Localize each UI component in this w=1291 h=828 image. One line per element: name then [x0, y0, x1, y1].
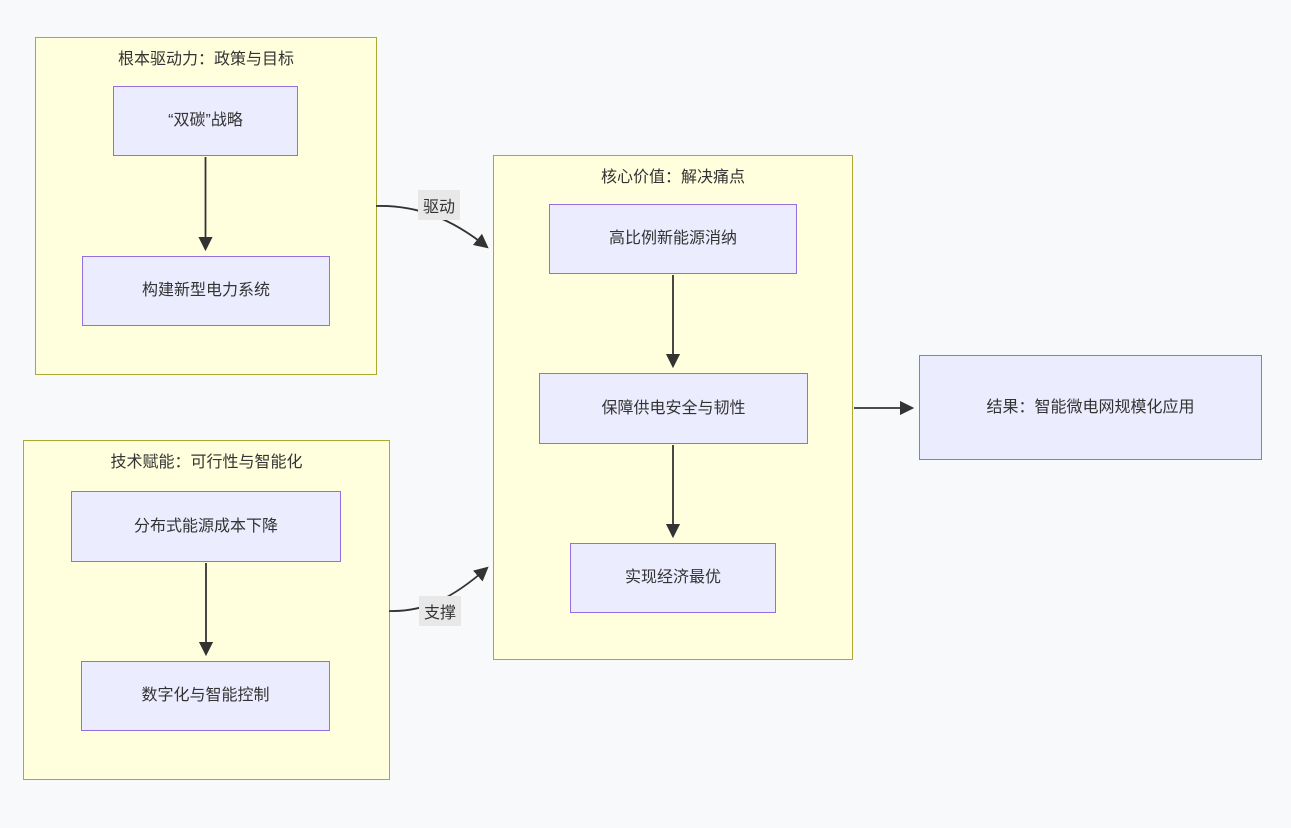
group-tech-title: 技术赋能：可行性与智能化 — [110, 454, 303, 471]
node-power-security-resilience: 保障供电安全与韧性 — [539, 373, 808, 444]
node-digital-intelligent-control: 数字化与智能控制 — [81, 661, 330, 731]
edge-label-support: 支撑 — [418, 596, 462, 626]
node-distributed-energy-cost: 分布式能源成本下降 — [71, 491, 341, 562]
group-core-title: 核心价值：解决痛点 — [600, 169, 745, 186]
node-new-power-system: 构建新型电力系统 — [82, 256, 330, 326]
node-dual-carbon-strategy: “双碳”战略 — [113, 86, 298, 156]
node-result-microgrid-application: 结果：智能微电网规模化应用 — [919, 355, 1262, 460]
node-economic-optimum: 实现经济最优 — [570, 543, 776, 613]
node-renewable-absorption: 高比例新能源消纳 — [549, 204, 797, 274]
group-policy-title: 根本驱动力：政策与目标 — [117, 51, 294, 68]
edge-label-drive: 驱动 — [417, 190, 461, 220]
